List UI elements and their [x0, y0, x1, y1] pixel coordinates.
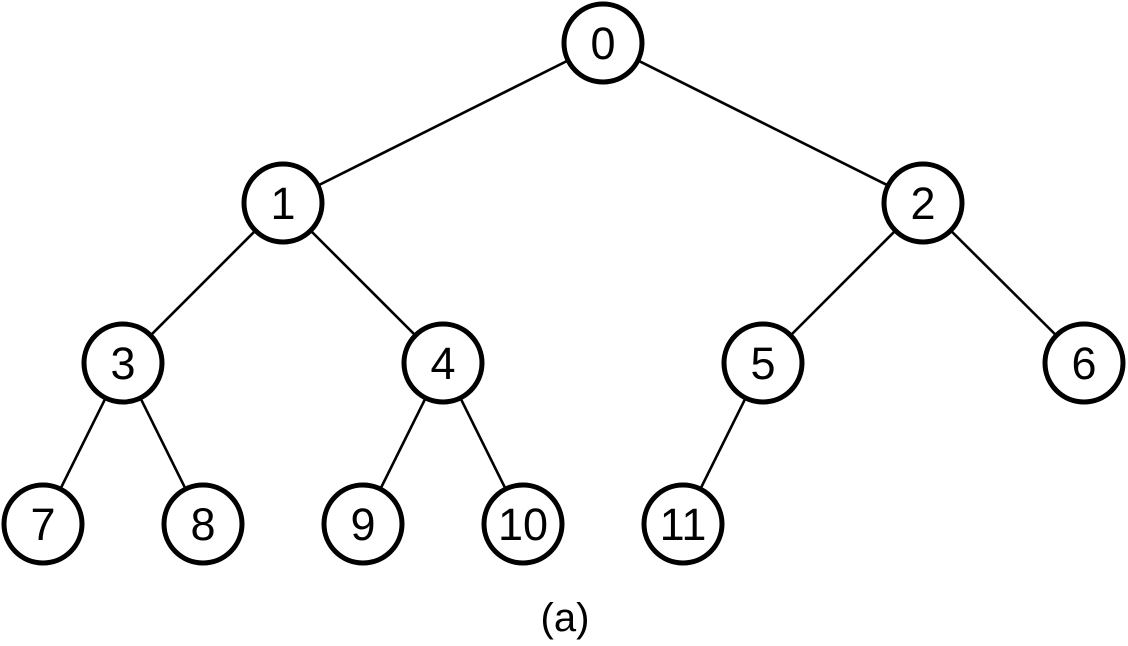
tree-node-9: 9: [321, 482, 405, 566]
tree-node-circle-6: [1042, 321, 1126, 405]
tree-node-label-0: 0: [590, 18, 615, 69]
tree-node-circle-10: [481, 482, 565, 566]
tree-node-label-9: 9: [350, 499, 375, 550]
tree-node-circle-9: [321, 482, 405, 566]
tree-edges-layer: [41, 41, 1085, 525]
tree-node-8: 8: [161, 482, 245, 566]
tree-node-circle-1: [241, 161, 325, 245]
tree-node-4: 4: [401, 321, 485, 405]
tree-node-label-10: 10: [498, 499, 548, 550]
tree-node-label-6: 6: [1071, 338, 1096, 389]
tree-node-circle-0: [561, 1, 645, 85]
tree-node-3: 3: [81, 321, 165, 405]
tree-node-0: 0: [561, 1, 645, 85]
tree-node-circle-2: [881, 161, 965, 245]
tree-node-circle-3: [81, 321, 165, 405]
tree-node-5: 5: [721, 321, 805, 405]
tree-nodes-layer: 0 1 2 3 4 5 6 7 8 9 10 11: [1, 1, 1126, 566]
tree-node-6: 6: [1042, 321, 1126, 405]
tree-node-circle-7: [1, 482, 85, 566]
tree-node-circle-5: [721, 321, 805, 405]
tree-node-1: 1: [241, 161, 325, 245]
tree-node-2: 2: [881, 161, 965, 245]
tree-node-10: 10: [481, 482, 565, 566]
tree-edge-0-2: [602, 41, 924, 205]
tree-node-label-11: 11: [660, 499, 707, 550]
tree-edge-0-1: [282, 41, 604, 205]
tree-node-label-4: 4: [430, 338, 455, 389]
figure-caption: (a): [541, 596, 590, 640]
tree-node-label-2: 2: [910, 178, 935, 229]
tree-node-11: 11: [641, 482, 725, 566]
tree-node-circle-11: [641, 482, 725, 566]
tree-node-7: 7: [1, 482, 85, 566]
tree-node-label-1: 1: [270, 178, 295, 229]
tree-node-circle-8: [161, 482, 245, 566]
tree-node-label-7: 7: [30, 499, 55, 550]
tree-node-label-5: 5: [750, 338, 775, 389]
tree-node-circle-4: [401, 321, 485, 405]
tree-node-label-3: 3: [110, 338, 135, 389]
tree-node-label-8: 8: [190, 499, 215, 550]
